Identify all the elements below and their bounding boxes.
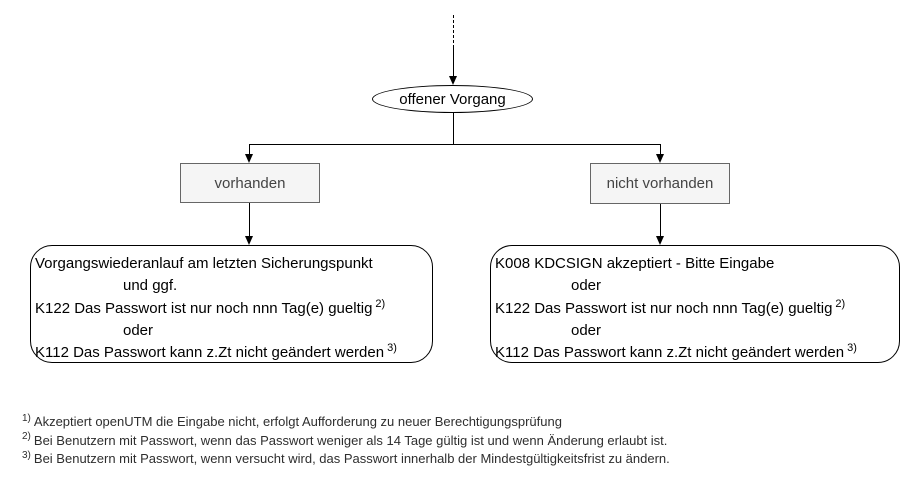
- entry-arrowhead-icon: [449, 76, 457, 85]
- result-line: K112 Das Passwort kann z.Zt nicht geände…: [495, 342, 895, 364]
- result-box-vorhanden: Vorgangswiederanlauf am letzten Sicherun…: [30, 245, 433, 363]
- branch-stem-connector: [453, 113, 454, 144]
- footnote-1-text: Akzeptiert openUTM die Eingabe nicht, er…: [33, 414, 562, 429]
- footnote-ref-2: 2): [835, 297, 846, 310]
- result-line: und ggf.: [35, 275, 428, 297]
- result-line-text: oder: [123, 321, 154, 339]
- result-line-text: K008 KDCSIGN akzeptiert - Bitte Eingabe: [495, 255, 775, 272]
- result-line-text: und ggf.: [123, 277, 178, 295]
- footnote-2-text: Bei Benutzern mit Passwort, wenn das Pas…: [33, 432, 668, 448]
- start-node-label: offener Vorgang: [399, 90, 506, 108]
- decision-box-vorhanden: vorhanden: [180, 163, 320, 203]
- right-branch-arrowhead-icon: [656, 154, 664, 163]
- result-line-text: K112 Das Passwort kann z.Zt nicht geände…: [35, 344, 385, 362]
- left-branch-arrowhead-icon: [245, 154, 253, 163]
- result-line: oder: [495, 320, 895, 342]
- decision-box-vorhanden-label: vorhanden: [214, 174, 286, 192]
- result-line-text: K122 Das Passwort ist nur noch nnn Tag(e…: [35, 299, 373, 317]
- footnote-2-marker: 2): [22, 431, 31, 443]
- footnote-ref-2: 2): [375, 297, 386, 310]
- footnote-2: 2)Bei Benutzern mit Passwort, wenn das P…: [22, 432, 670, 451]
- result-line: K008 KDCSIGN akzeptiert - Bitte Eingabe: [495, 253, 895, 275]
- footnote-3-marker: 3): [22, 449, 31, 461]
- left-branch-connector: [249, 144, 250, 155]
- footnote-1-marker: 1): [22, 412, 31, 424]
- decision-box-nicht-vorhanden: nicht vorhanden: [590, 163, 730, 204]
- footnote-1: 1)Akzeptiert openUTM die Eingabe nicht, …: [22, 413, 670, 432]
- footnote-ref-3: 3): [387, 342, 397, 355]
- branch-horizontal-connector: [249, 144, 661, 145]
- result-line: Vorgangswiederanlauf am letzten Sicherun…: [35, 253, 428, 275]
- decision-box-nicht-vorhanden-label: nicht vorhanden: [606, 175, 714, 192]
- footnote-3-text: Bei Benutzern mit Passwort, wenn versuch…: [33, 451, 670, 466]
- result-line-text: oder: [571, 321, 602, 339]
- result-box-nicht-vorhanden: K008 KDCSIGN akzeptiert - Bitte Eingabe …: [490, 245, 900, 363]
- result-line: oder: [495, 275, 895, 297]
- result-line-text: Vorgangswiederanlauf am letzten Sicherun…: [35, 255, 373, 272]
- left-result-arrowhead-icon: [245, 236, 253, 245]
- start-node-offener-vorgang: offener Vorgang: [372, 85, 533, 113]
- result-line-text: oder: [571, 277, 602, 295]
- entry-connector: [453, 47, 454, 77]
- result-line: K122 Das Passwort ist nur noch nnn Tag(e…: [495, 298, 895, 320]
- left-result-connector: [249, 203, 250, 236]
- footnote-3: 3)Bei Benutzern mit Passwort, wenn versu…: [22, 450, 670, 469]
- right-result-connector: [660, 204, 661, 236]
- result-line: K122 Das Passwort ist nur noch nnn Tag(e…: [35, 298, 428, 320]
- footnotes: 1)Akzeptiert openUTM die Eingabe nicht, …: [22, 413, 670, 469]
- right-result-arrowhead-icon: [656, 236, 664, 245]
- result-line: K112 Das Passwort kann z.Zt nicht geände…: [35, 342, 428, 364]
- result-line: oder: [35, 320, 428, 342]
- result-line-text: K122 Das Passwort ist nur noch nnn Tag(e…: [495, 299, 833, 317]
- footnote-ref-3: 3): [847, 342, 857, 355]
- result-line-text: K112 Das Passwort kann z.Zt nicht geände…: [495, 344, 845, 362]
- right-branch-connector: [660, 144, 661, 155]
- entry-dashed-connector: [453, 15, 454, 48]
